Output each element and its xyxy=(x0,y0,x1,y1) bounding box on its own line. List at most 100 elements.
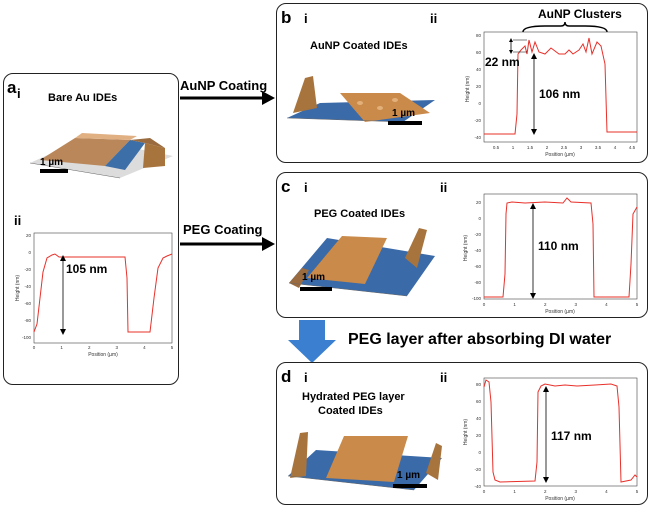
xtick-d-5: 5 xyxy=(636,489,639,494)
annotation-a: 105 nm xyxy=(66,262,107,276)
ytick-a-1: 0 xyxy=(28,250,31,255)
afm-image-bare xyxy=(25,108,175,183)
xtick-d-4: 4 xyxy=(605,489,608,494)
arrow-peg xyxy=(180,237,275,251)
ytick-d-0: 80 xyxy=(476,382,482,387)
xtick-b-1: 1 xyxy=(512,145,515,150)
ytick-a-2: -20 xyxy=(24,267,31,272)
ytick-a-3: -40 xyxy=(24,284,31,289)
panel-a-letter: a xyxy=(7,78,17,97)
panel-b-letter: b xyxy=(281,8,292,27)
ylabel-b: Height (nm) xyxy=(465,76,471,102)
ylabel-d: Height (nm) xyxy=(463,419,469,445)
xtick-a-4: 4 xyxy=(143,345,146,350)
arrow-aunp xyxy=(180,91,275,105)
scale-bar-aunp xyxy=(388,121,422,125)
ytick-b-4: 0 xyxy=(478,101,481,106)
panel-b-sub-ii: ii xyxy=(430,11,438,26)
ytick-c-6: -100 xyxy=(472,296,482,301)
xtick-b-8: 4.5 xyxy=(629,145,636,150)
ytick-d-5: -20 xyxy=(474,467,481,472)
ytick-b-0: 80 xyxy=(476,33,482,38)
afm-image-peg xyxy=(287,218,437,302)
panel-a xyxy=(3,73,179,385)
panel-d-title-2: Coated IDEs xyxy=(318,405,383,417)
ytick-d-6: -40 xyxy=(474,484,481,489)
arrow-water-label: PEG layer after absorbing DI water xyxy=(348,331,612,348)
panel-b xyxy=(276,3,648,163)
scale-label-peg: 1 µm xyxy=(302,272,325,283)
xtick-a-1: 1 xyxy=(60,345,63,350)
scale-label-hydrated: 1 µm xyxy=(397,470,420,481)
scale-label-bare: 1 µm xyxy=(40,157,63,168)
panel-c-letter: c xyxy=(281,177,291,196)
panel-d-title-1: Hydrated PEG layer xyxy=(302,391,405,403)
annotation-d: 117 nm xyxy=(551,429,592,443)
ytick-a-0: 20 xyxy=(26,233,32,238)
xtick-b-5: 3 xyxy=(580,145,583,150)
xtick-d-2: 2 xyxy=(544,489,547,494)
arrow-aunp-label: AuNP Coating xyxy=(180,78,268,93)
xtick-d-0: 0 xyxy=(483,489,486,494)
ytick-c-1: 0 xyxy=(478,216,481,221)
xtick-a-0: 0 xyxy=(33,345,36,350)
panel-a-sub-i: i xyxy=(17,86,21,101)
ytick-a-4: -60 xyxy=(24,301,31,306)
xlabel-c: Position (µm) xyxy=(545,309,575,315)
ylabel-a: Height (nm) xyxy=(15,275,21,301)
scale-bar-peg xyxy=(300,287,332,291)
arrow-peg-label: PEG Coating xyxy=(183,222,263,237)
xtick-b-2: 1.5 xyxy=(527,145,534,150)
ytick-b-3: 20 xyxy=(476,84,482,89)
xlabel-b: Position (µm) xyxy=(545,152,575,158)
panel-b-title: AuNP Coated IDEs xyxy=(310,40,408,52)
scale-bar-hydrated xyxy=(393,484,427,488)
panel-c-sub-ii: ii xyxy=(440,180,448,195)
annotation-c: 110 nm xyxy=(538,239,579,253)
xtick-b-3: 2 xyxy=(546,145,549,150)
xlabel-d: Position (µm) xyxy=(545,496,575,502)
xtick-c-0: 0 xyxy=(483,302,486,307)
ylabel-c: Height (nm) xyxy=(463,235,469,261)
panel-d-sub-i: i xyxy=(304,370,308,385)
plot-c: 110 nm 20 0 -20 -40 -60 -80 -100 0 1 2 3… xyxy=(455,184,645,315)
panel-a-sub-ii: ii xyxy=(14,213,22,228)
arrow-down-blue xyxy=(288,320,336,363)
scale-bar-bare xyxy=(40,169,68,173)
scale-label-aunp: 1 µm xyxy=(392,108,415,119)
afm-image-aunp xyxy=(285,58,435,134)
xtick-d-3: 3 xyxy=(575,489,578,494)
ytick-a-6: -100 xyxy=(22,335,32,340)
xtick-c-1: 1 xyxy=(513,302,516,307)
ytick-c-4: -60 xyxy=(474,264,481,269)
plot-b: AuNP Clusters 22 nm 106 nm 80 60 40 20 0… xyxy=(455,4,645,160)
xtick-a-5: 5 xyxy=(171,345,174,350)
ytick-b-2: 40 xyxy=(476,67,482,72)
plot-d: 117 nm 80 60 40 20 0 -20 -40 0 1 2 3 4 5… xyxy=(455,372,645,503)
panel-d-sub-ii: ii xyxy=(440,370,448,385)
xtick-b-4: 2.5 xyxy=(561,145,568,150)
ytick-d-3: 20 xyxy=(476,433,482,438)
ytick-b-5: -20 xyxy=(474,118,481,123)
brace-label-b: AuNP Clusters xyxy=(538,7,622,21)
ytick-b-1: 60 xyxy=(476,50,482,55)
ytick-c-0: 20 xyxy=(476,200,482,205)
xtick-c-3: 3 xyxy=(575,302,578,307)
xtick-c-4: 4 xyxy=(605,302,608,307)
annotation-b2: 22 nm xyxy=(485,55,520,69)
xtick-a-2: 2 xyxy=(88,345,91,350)
ytick-c-3: -40 xyxy=(474,248,481,253)
xlabel-a: Position (µm) xyxy=(88,352,118,358)
xtick-b-0: 0.5 xyxy=(493,145,500,150)
panel-d-letter: d xyxy=(281,367,292,386)
ytick-c-2: -20 xyxy=(474,232,481,237)
xtick-b-7: 4 xyxy=(614,145,617,150)
panel-c-sub-i: i xyxy=(304,180,308,195)
ytick-c-5: -80 xyxy=(474,280,481,285)
ytick-d-4: 0 xyxy=(478,450,481,455)
panel-c-title: PEG Coated IDEs xyxy=(314,208,406,220)
annotation-b: 106 nm xyxy=(539,87,580,101)
xtick-a-3: 3 xyxy=(116,345,119,350)
xtick-c-2: 2 xyxy=(544,302,547,307)
ytick-d-2: 40 xyxy=(476,416,482,421)
